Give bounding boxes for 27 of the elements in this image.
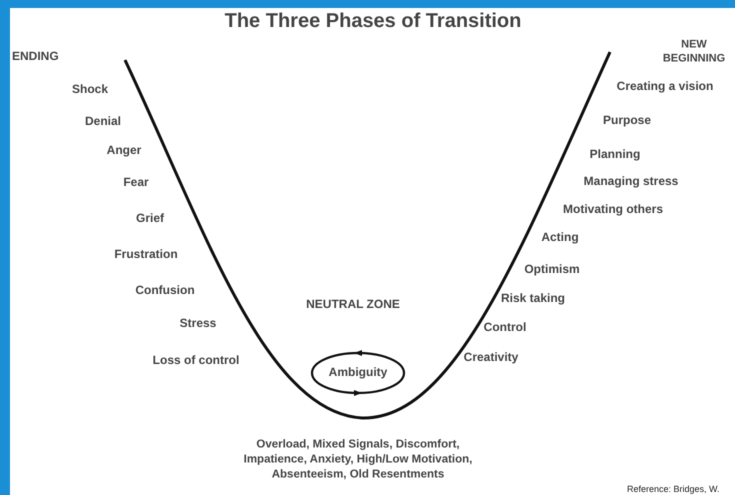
node-text: Ambiguity bbox=[328, 365, 388, 381]
emotion-label: Stress bbox=[180, 316, 216, 332]
emotion-label: Frustration bbox=[114, 247, 178, 263]
emotion-label: Anger bbox=[106, 143, 142, 159]
phase-label: ENDING bbox=[12, 49, 59, 65]
emotion-label: Denial bbox=[85, 114, 121, 130]
emotion-label: Creativity bbox=[464, 350, 518, 366]
reference-note: Reference: Bridges, W. bbox=[627, 484, 720, 495]
emotion-label: Acting bbox=[541, 230, 579, 246]
symptoms-note: Overload, Mixed Signals, Discomfort, Impatience, Anxiety, High/Low Motivation, Absenteeism, Old Resentments bbox=[242, 438, 474, 482]
emotion-label: Control bbox=[484, 320, 526, 336]
phase-label: NEUTRAL ZONE bbox=[306, 297, 400, 313]
emotion-label: Managing stress bbox=[584, 174, 678, 190]
emotion-label: Purpose bbox=[603, 113, 651, 129]
emotion-label: Loss of control bbox=[152, 353, 240, 369]
emotion-label: Fear bbox=[123, 175, 149, 191]
ellipse-node bbox=[310, 350, 406, 396]
emotion-label: Optimism bbox=[524, 262, 580, 278]
emotion-label: Motivating others bbox=[563, 202, 663, 218]
emotion-label: Confusion bbox=[135, 283, 195, 299]
emotion-label: Grief bbox=[136, 211, 164, 227]
emotion-label: Creating a vision bbox=[616, 79, 714, 95]
phase-label: NEW BEGINNING bbox=[662, 38, 726, 66]
emotion-label: Shock bbox=[72, 82, 108, 98]
emotion-label: Planning bbox=[590, 147, 640, 163]
emotion-label: Risk taking bbox=[500, 291, 566, 307]
title: The Three Phases of Transition bbox=[224, 9, 522, 34]
